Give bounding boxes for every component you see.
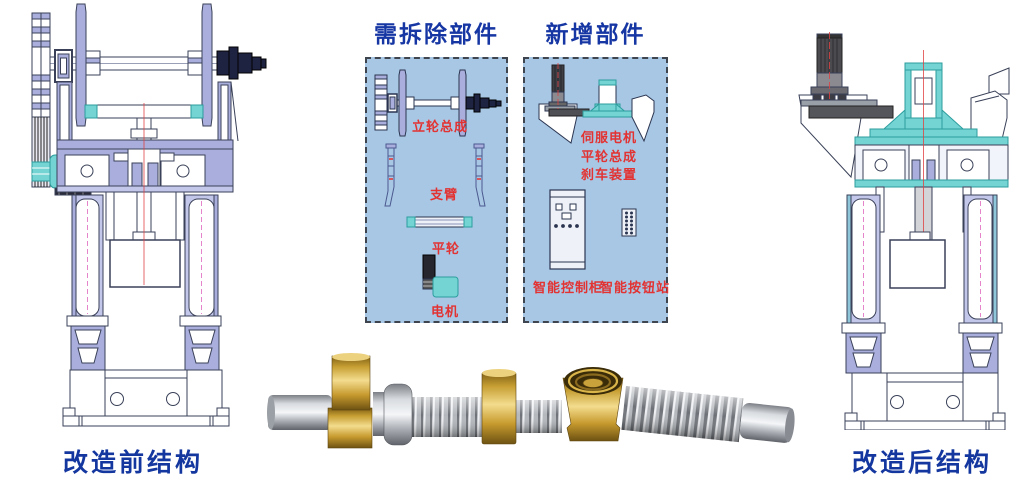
control-cabinet-drawing (549, 189, 586, 270)
vertical-disc-right (187, 3, 213, 127)
threaded-screw (621, 386, 795, 443)
servo-assembly-drawing (538, 63, 655, 144)
label-servo-motor: 伺服电机 (580, 130, 637, 145)
remove-panel-drawings (374, 69, 502, 298)
screw-spindle-assembly (267, 353, 562, 449)
column-feet (841, 322, 1003, 374)
frame-uprights (56, 81, 239, 144)
support-arms-drawing (384, 143, 486, 207)
head-block (56, 139, 234, 193)
label-brake-device: 刹车装置 (580, 167, 637, 182)
label-support-arm: 支臂 (429, 187, 458, 202)
wheel-assembly-drawing (374, 69, 502, 137)
centerlines (87, 201, 202, 314)
column-feet (66, 315, 222, 371)
machine-after-drawing (798, 32, 1010, 430)
caption-after: 改造后结构 (851, 449, 992, 477)
centerlines (863, 201, 981, 317)
ram-block (109, 231, 181, 288)
remove-panel-title: 需拆除部件 (374, 21, 499, 47)
label-control-cabinet: 智能控制柜 (532, 280, 603, 295)
caption-before: 改造前结构 (62, 449, 203, 477)
motor-drawing (422, 254, 459, 298)
flat-wheel-drawing (406, 216, 473, 228)
label-wheel-assembly: 立轮总成 (411, 119, 468, 134)
brass-nut (562, 367, 624, 442)
columns (71, 194, 219, 321)
machine-before-drawing (31, 3, 267, 427)
add-panel-title: 新增部件 (545, 21, 646, 47)
ram-block (889, 231, 946, 289)
head-block (854, 136, 1009, 188)
machine-base (844, 372, 1006, 430)
button-station-drawing (621, 208, 637, 237)
label-motor: 电机 (430, 304, 459, 319)
label-flat-wheel-assembly: 平轮总成 (580, 149, 637, 164)
label-button-station: 智能按钮站 (599, 280, 670, 295)
servo-motor (800, 32, 894, 119)
vertical-disc-left (75, 3, 101, 127)
remove-panel: 立轮总成 支臂 平轮 电机 (365, 57, 508, 323)
machine-base (62, 369, 230, 427)
label-flat-wheel: 平轮 (431, 241, 460, 256)
bearing-block (54, 49, 73, 83)
add-panel-drawings (538, 63, 655, 270)
belt-pulley (31, 12, 51, 118)
add-panel: 伺服电机 平轮总成 刹车装置 智能控制柜 智能按钮站 (523, 57, 669, 323)
screw-parts-photo (267, 353, 795, 449)
shaft-coupling (216, 46, 267, 80)
